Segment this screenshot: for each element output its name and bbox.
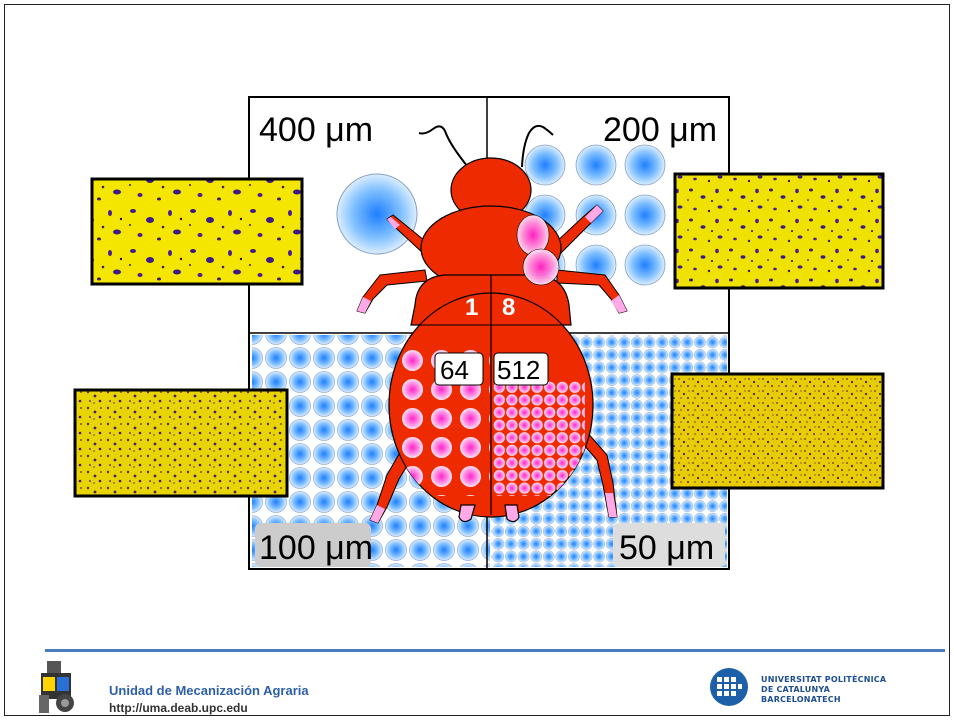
org-name: Unidad de Mecanización Agraria: [109, 683, 309, 698]
count-400um: 1: [465, 294, 478, 321]
paper-card-400um: [92, 179, 302, 284]
label-50um: 50 μm: [619, 529, 714, 567]
upc-logo-icon: [707, 667, 751, 707]
count-200um: 8: [502, 294, 515, 321]
count-100um: 64: [440, 355, 469, 385]
droplet-400um: [337, 174, 417, 254]
label-200um: 200 μm: [603, 111, 717, 149]
beetle-droplet-diagram: 1 8 64 512 400 μm 200 μm 100 μm 50 μm: [5, 5, 951, 717]
paper-card-200um: [675, 174, 883, 288]
university-name-line-2: DE CATALUNYA: [761, 685, 830, 694]
org-url[interactable]: http://uma.deab.upc.edu: [109, 701, 248, 715]
label-100um: 100 μm: [259, 529, 373, 567]
uma-logo-icon: [35, 659, 85, 717]
label-400um: 400 μm: [259, 111, 373, 149]
university-name-line-1: UNIVERSITAT POLITÈCNICA: [761, 675, 886, 684]
count-50um: 512: [497, 355, 540, 385]
slide: 1 8 64 512 400 μm 200 μm 100 μm 50 μm Un…: [4, 4, 950, 716]
paper-card-100um: [75, 390, 287, 496]
paper-card-50um: [672, 374, 883, 488]
university-name-line-3: BARCELONATECH: [761, 695, 841, 704]
footer-divider: [45, 649, 945, 652]
